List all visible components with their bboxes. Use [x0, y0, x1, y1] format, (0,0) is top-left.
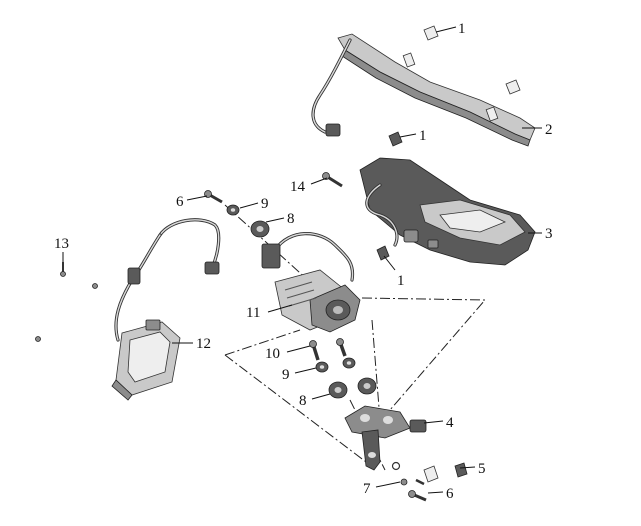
callout-8-lower: 8 [299, 393, 307, 409]
callout-4: 4 [446, 415, 454, 431]
callout-6-upper: 6 [176, 194, 184, 210]
part-6-bolt-upper [204, 190, 223, 204]
callout-3: 3 [545, 226, 553, 242]
callout-12: 12 [196, 336, 211, 352]
part-8-grommets-lower [328, 377, 377, 399]
part-8-grommet-upper [250, 220, 270, 238]
part-3-tray-housing [359, 157, 536, 266]
part-4-bracket [344, 405, 427, 471]
callout-1-top: 1 [458, 21, 466, 37]
callout-1-rail: 1 [419, 128, 427, 144]
part-9-washer-upper [226, 204, 240, 216]
callout-13: 13 [54, 236, 69, 252]
part-10-bolts [309, 338, 347, 361]
part-2-rail-bracket [311, 33, 536, 147]
callout-9-upper: 9 [261, 196, 269, 212]
part-6-bolt-lower [408, 478, 427, 502]
callout-1-lower: 1 [397, 273, 405, 289]
part-screw-small-a [92, 283, 98, 289]
part-1-clip-mid [505, 79, 521, 95]
callout-8-upper: 8 [287, 211, 295, 227]
callout-labels: 1 2 1 14 6 9 8 3 13 1 11 12 10 9 8 4 5 7… [54, 21, 553, 502]
callout-10: 10 [265, 346, 280, 362]
callout-7: 7 [363, 481, 371, 497]
leader-lines [62, 26, 542, 494]
part-7-nut [391, 461, 408, 486]
part-1-clip-lower [376, 245, 390, 261]
part-11-actuator [261, 232, 361, 333]
part-12-control-module [111, 218, 221, 401]
part-13-screw [60, 262, 66, 277]
part-screw-small-b [35, 336, 41, 342]
part-5-clips [423, 462, 468, 483]
part-1-clip-rail [388, 131, 403, 147]
callout-9-lower: 9 [282, 367, 290, 383]
part-14-bolt [322, 172, 343, 188]
part-9-washers-lower [315, 357, 356, 373]
part-1-clip-top [423, 25, 439, 41]
callout-2: 2 [545, 122, 553, 138]
callout-14: 14 [290, 179, 306, 195]
callout-6-lower: 6 [446, 486, 454, 502]
callout-5: 5 [478, 461, 486, 477]
callout-11: 11 [246, 305, 260, 321]
